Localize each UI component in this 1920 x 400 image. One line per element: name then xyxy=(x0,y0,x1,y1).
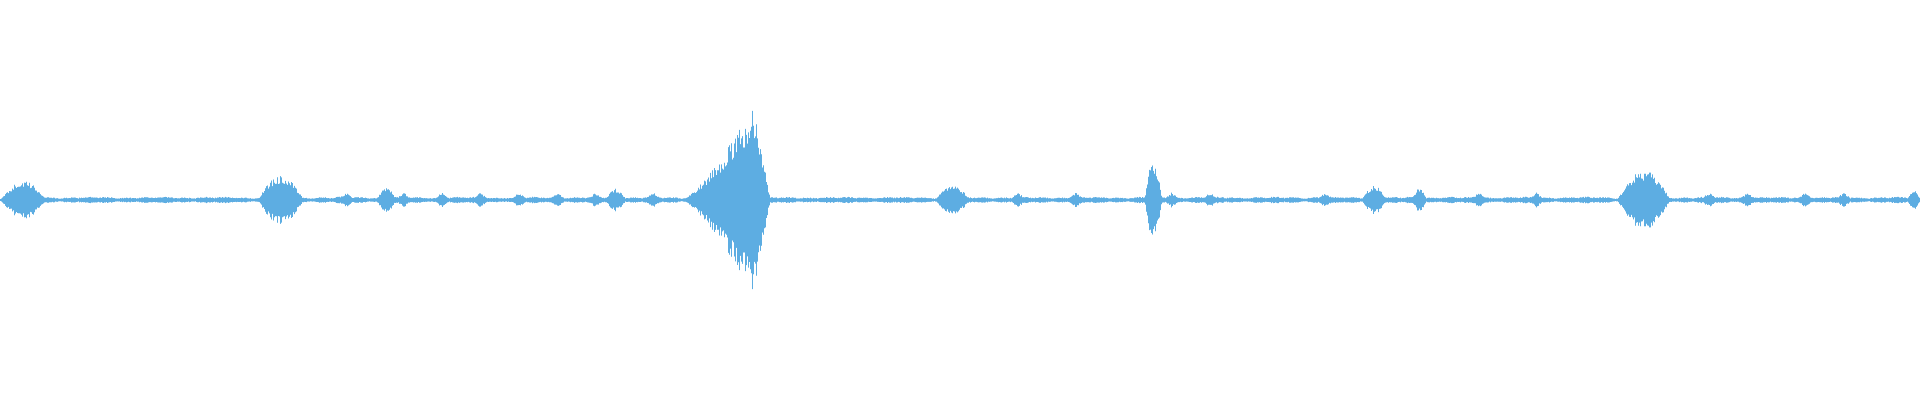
waveform-segment-burst-6 xyxy=(935,185,970,215)
waveform-segment-burst-7-spike xyxy=(1144,159,1161,241)
waveform-bars xyxy=(0,110,1920,290)
waveform-segment-burst-5-peak xyxy=(682,105,770,295)
waveform-segment-burst-10 xyxy=(1617,171,1671,230)
waveform-segment-burst-3 xyxy=(376,187,395,214)
waveform-segment-burst-4 xyxy=(605,189,626,212)
waveform-segment-burst-1 xyxy=(0,181,46,219)
waveform-segment-burst-8 xyxy=(1361,186,1386,215)
waveform-segment-burst-2 xyxy=(257,175,303,224)
waveform-segment-burst-9 xyxy=(1411,189,1426,212)
waveform-segment-burst-11 xyxy=(1907,191,1920,210)
